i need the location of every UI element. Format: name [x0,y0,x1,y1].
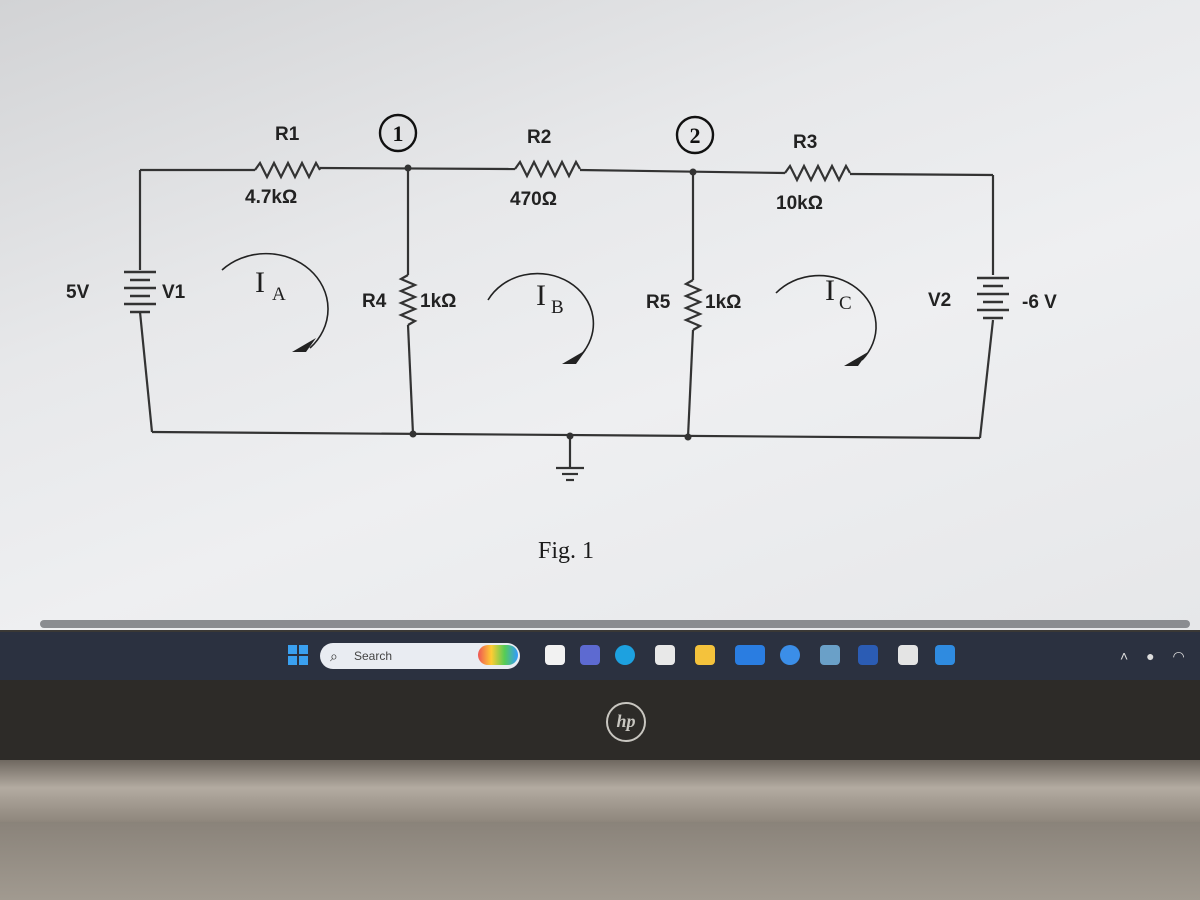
mesh-a-arrowhead [292,338,316,352]
current-b-sub: B [551,297,564,318]
store-icon[interactable] [655,645,675,665]
word-icon[interactable] [858,645,878,665]
right-wire-bottom [978,319,995,439]
mesh-a-arc [221,252,329,349]
circuit-diagram: 1 2 R1 4.7kΩ R2 470Ω R3 10kΩ R4 1kΩ R5 1… [66,113,1057,564]
r1-value: 4.7kΩ [245,187,297,208]
junction-dots [404,164,697,441]
laptop-hinge [0,760,1200,822]
bottom-wire [151,430,981,440]
current-a-sub: A [272,284,286,305]
mesh-c-arc [775,274,877,361]
r5-name: R5 [646,292,671,313]
figure-caption: Fig. 1 [538,538,594,564]
node-2-label: 2 [690,123,701,148]
current-c-sub: C [839,293,852,314]
v1-name: V1 [162,282,186,303]
r5-zigzag [683,279,703,331]
search-icon: ⌕ [330,648,338,664]
mesh-arrowheads [292,338,868,366]
screen-area: 1 2 R1 4.7kΩ R2 470Ω R3 10kΩ R4 1kΩ R5 1… [0,0,1200,630]
help-icon[interactable] [780,645,800,665]
r1-name: R1 [275,124,300,145]
app-icon[interactable] [935,645,955,665]
mesh-b-arrowhead [562,350,586,364]
node-2-circle [675,115,715,155]
windows-start-icon[interactable] [288,645,308,665]
system-tray[interactable]: ˄ ● ◠ [1120,648,1185,665]
onedrive-icon[interactable]: ● [1146,648,1155,664]
r1-zigzag [254,160,321,180]
current-c-main: I [825,274,835,307]
current-a-main: I [255,266,265,299]
junction-dot [409,430,417,438]
junction-dot [566,432,574,440]
wifi-icon[interactable]: ◠ [1172,648,1185,664]
r4-value: 1kΩ [420,291,456,312]
r4-name: R4 [362,291,387,312]
junction-dot [404,164,412,172]
v1-battery-symbol [124,270,156,314]
r2-value: 470Ω [510,189,557,210]
junction-dot [684,433,692,441]
laptop-base [0,822,1200,900]
current-b-main: I [536,279,546,312]
node-1-label: 1 [393,121,404,146]
mesh-c-arrowhead [844,352,868,366]
wires [138,159,995,482]
taskbar [0,632,1200,680]
app-icon[interactable] [735,645,765,665]
r5-value: 1kΩ [705,292,741,313]
search-label: Search [354,649,393,663]
hp-logo: hp [606,702,646,742]
mesh-arrows [221,252,877,361]
laptop-bezel [0,680,1200,760]
photos-icon[interactable] [820,645,840,665]
top-wire-end [849,172,994,177]
mesh-b-arc [487,272,595,357]
r2-name: R2 [527,127,551,148]
node-1-circle [378,113,418,153]
r4-zigzag [398,274,418,326]
r4-wire-bottom [406,324,415,435]
r3-zigzag [784,163,851,183]
v2-value: -6 V [1022,292,1057,313]
r2-zigzag [514,159,581,179]
left-wire-bottom [138,311,154,433]
top-wire-mid [319,166,516,171]
horizontal-scrollbar[interactable] [40,620,1190,628]
snipping-tool-icon[interactable] [898,645,918,665]
junction-dot [689,168,697,176]
v1-value: 5V [66,282,90,303]
r5-wire-bottom [686,329,695,438]
edge-browser-icon[interactable] [615,645,635,665]
top-wire-right [579,168,786,175]
v2-name: V2 [928,290,951,311]
chevron-up-icon[interactable]: ˄ [1120,648,1129,664]
r3-value: 10kΩ [776,193,823,214]
task-view-icon[interactable] [545,645,565,665]
widgets-icon[interactable] [478,645,518,665]
r3-name: R3 [793,132,817,153]
file-explorer-icon[interactable] [695,645,715,665]
v2-battery-symbol [977,276,1009,320]
teams-icon[interactable] [580,645,600,665]
